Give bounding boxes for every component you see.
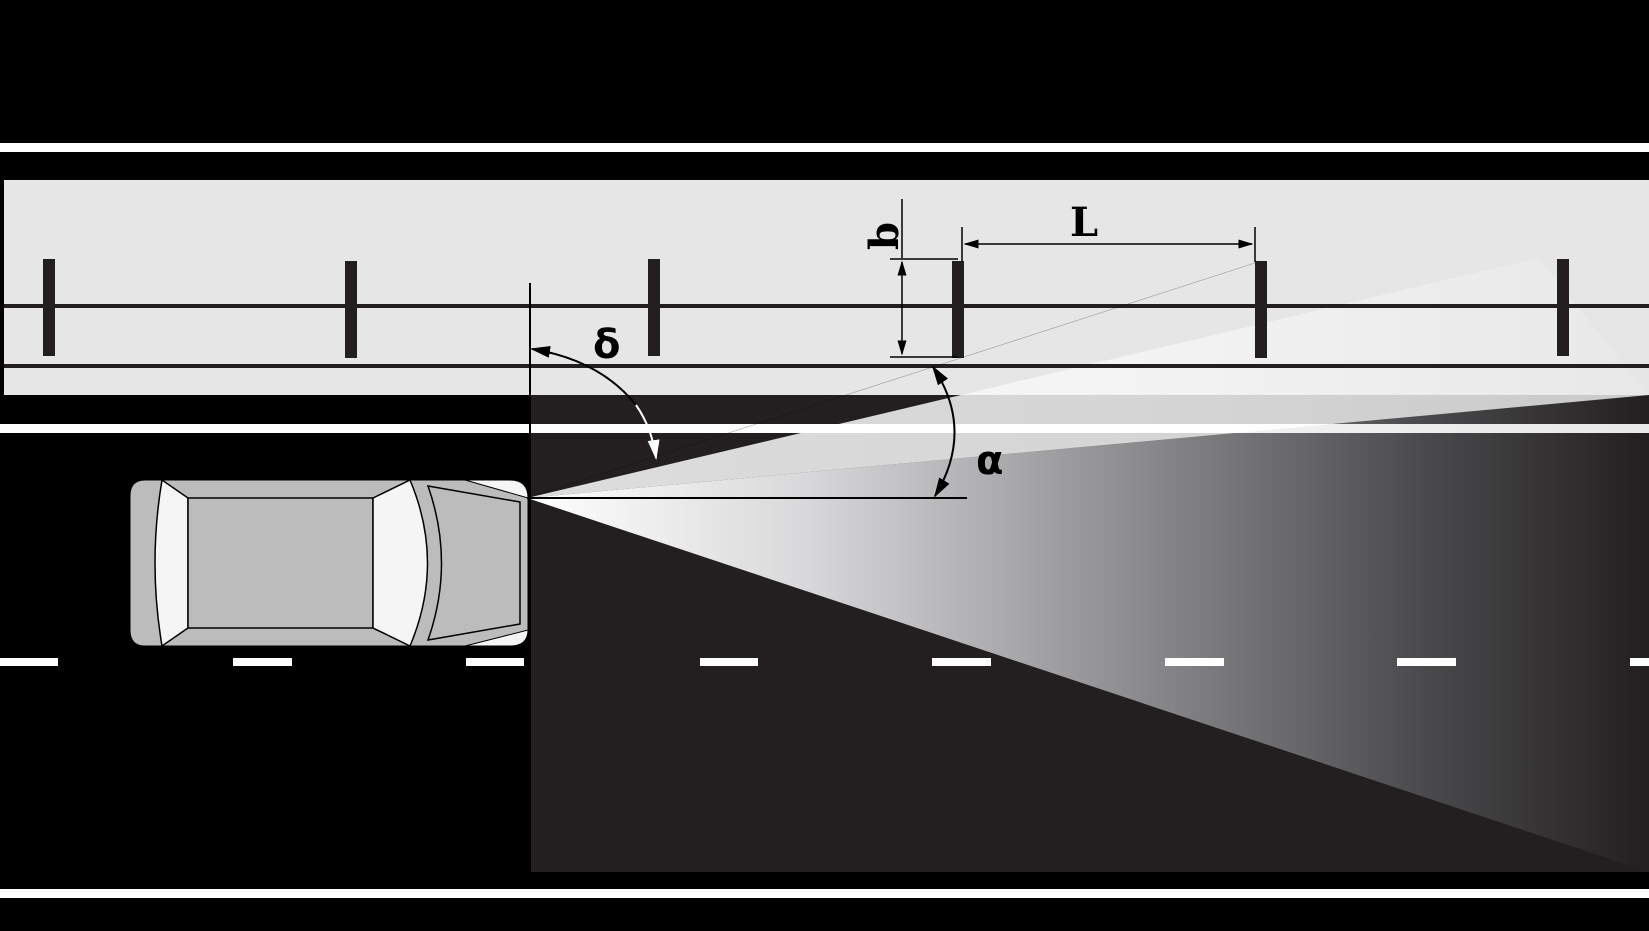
lane-dash [932, 658, 991, 666]
label-delta: δ [593, 322, 620, 368]
lane-dash [0, 658, 58, 666]
post [648, 259, 660, 356]
post [1557, 259, 1569, 356]
post [952, 261, 964, 358]
lane-dash [1630, 658, 1649, 666]
curb-line-overlay [530, 424, 1649, 433]
lane-dash [1397, 658, 1456, 666]
car [129, 478, 529, 648]
railing-bottom-rail [4, 364, 1649, 368]
lane-dash [233, 658, 292, 666]
car-roof [187, 497, 374, 629]
angle-alpha-arc [931, 365, 956, 498]
post [43, 259, 55, 356]
car-hood [426, 485, 521, 641]
road-edge-line-bottom [0, 889, 1649, 898]
railing-posts [43, 259, 1569, 358]
car-front-corner-bottom [464, 629, 529, 647]
lane-dash [466, 658, 524, 666]
post [1255, 261, 1267, 358]
lane-dash [700, 658, 758, 666]
lane-dash [1165, 658, 1224, 666]
label-L: L [1070, 199, 1098, 246]
railing-top-rail [4, 304, 1649, 308]
car-windshield [372, 478, 429, 648]
car-rear-window [154, 478, 189, 648]
road-edge-line-top [0, 143, 1649, 152]
label-b: b [861, 222, 908, 250]
angle-delta-arc-black [530, 345, 637, 406]
angle-delta-arc-white [635, 404, 660, 460]
post [345, 261, 357, 358]
lane-center-dashes [0, 658, 1649, 666]
headlight-beam-low [527, 395, 1649, 872]
label-alpha: α [976, 438, 1003, 484]
headlight-beam-upper [527, 258, 1649, 498]
